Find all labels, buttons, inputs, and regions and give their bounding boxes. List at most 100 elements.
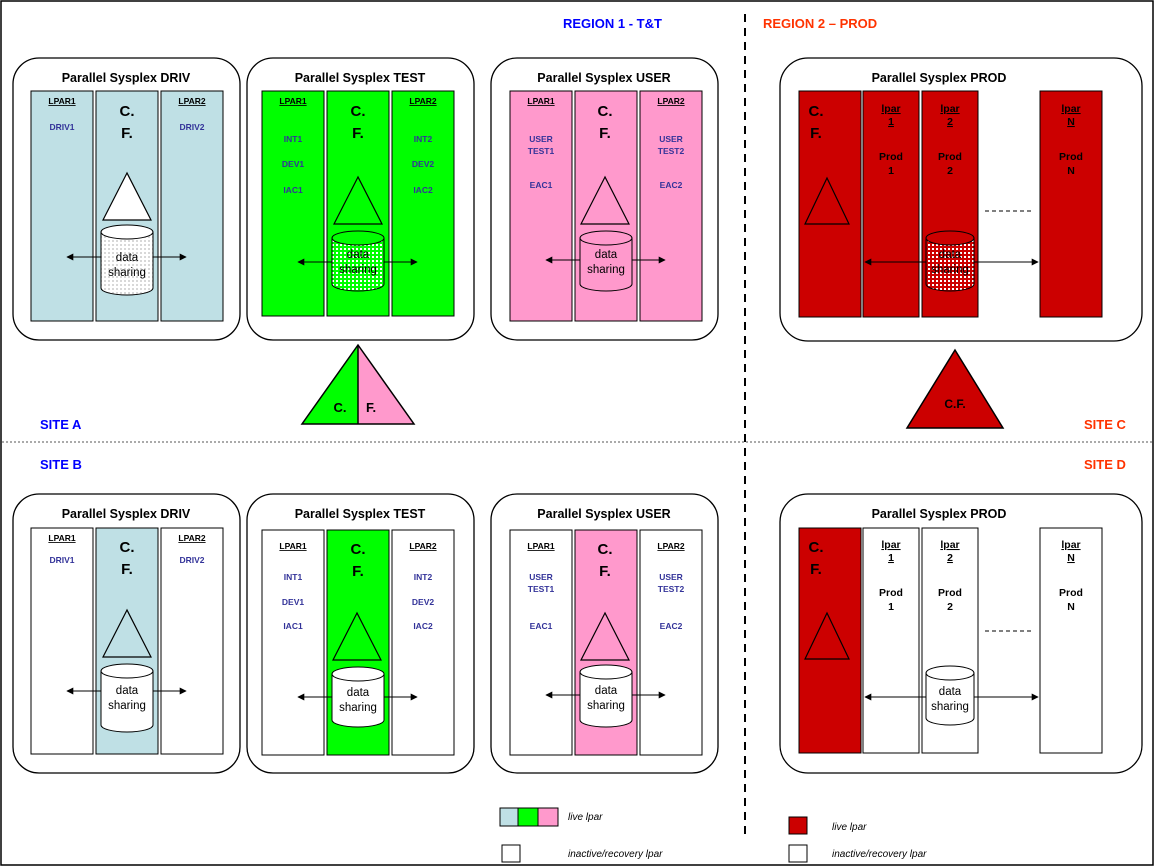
system-label: USER xyxy=(659,572,683,582)
lpar-label: lpar xyxy=(881,539,900,551)
system-label: IAC2 xyxy=(413,185,433,195)
sysplex-user-site-a: Parallel Sysplex USER LPAR1 LPAR2 USER T… xyxy=(490,57,719,341)
site-a-label: SITE A xyxy=(40,417,82,432)
lpar-column xyxy=(862,90,920,318)
lpar-column xyxy=(30,90,94,322)
data-sharing-cylinder-icon xyxy=(579,230,633,292)
system-label: TEST2 xyxy=(658,584,685,594)
cf-label: F. xyxy=(121,125,133,142)
data-sharing-label: data xyxy=(116,685,139,697)
system-label: DRIV1 xyxy=(49,555,74,565)
lpar-number: N xyxy=(1067,116,1075,128)
lpar-number: 1 xyxy=(888,116,894,128)
cf-label: F. xyxy=(366,400,376,415)
lpar1-label: LPAR1 xyxy=(48,96,76,106)
lpar-label: lpar xyxy=(940,103,959,115)
prod-label: Prod xyxy=(938,151,962,163)
sysplex-title: Parallel Sysplex DRIV xyxy=(62,507,191,521)
system-label: INT1 xyxy=(284,134,303,144)
lpar-number: 1 xyxy=(888,552,894,564)
prod-number: 1 xyxy=(888,601,894,613)
cf-label: C. xyxy=(598,103,613,120)
cf-triangle-icon xyxy=(102,608,152,658)
sysplex-title: Parallel Sysplex PROD xyxy=(872,507,1007,521)
lpar-column xyxy=(1039,90,1103,318)
sysplex-test-site-b: Parallel Sysplex TEST LPAR1 LPAR2 INT1 D… xyxy=(246,493,475,774)
system-label: INT2 xyxy=(414,572,433,582)
lpar-column xyxy=(261,529,325,756)
lpar2-label: LPAR2 xyxy=(409,541,437,551)
legend-swatch-driv xyxy=(499,807,519,827)
lpar-column xyxy=(509,90,573,322)
data-sharing-label: sharing xyxy=(339,702,377,714)
cf-label: F. xyxy=(599,563,611,580)
sysplex-user-site-b: Parallel Sysplex USER LPAR1 LPAR2 USER T… xyxy=(490,493,719,774)
lpar-label: lpar xyxy=(881,103,900,115)
data-sharing-cylinder-icon xyxy=(331,666,385,728)
lpar1-label: LPAR1 xyxy=(48,533,76,543)
sysplex-title: Parallel Sysplex PROD xyxy=(872,71,1007,85)
data-sharing-label: data xyxy=(347,249,370,261)
region1-label: REGION 1 - T&T xyxy=(563,16,662,31)
lpar-column xyxy=(391,90,455,317)
system-label: IAC1 xyxy=(283,621,303,631)
lpar-column xyxy=(639,90,703,322)
cf-triangle-icon xyxy=(804,611,850,660)
system-label: TEST1 xyxy=(528,146,555,156)
data-sharing-label: data xyxy=(939,686,962,698)
system-label: DEV1 xyxy=(282,597,304,607)
system-label: TEST2 xyxy=(658,146,685,156)
prod-label: Prod xyxy=(1059,151,1083,163)
lpar-column xyxy=(509,529,573,756)
lpar-label: lpar xyxy=(1061,103,1080,115)
sysplex-prod-site-d: Parallel Sysplex PROD C. F. lpar 1 Prod … xyxy=(779,493,1143,774)
system-label: EAC2 xyxy=(660,180,683,190)
legend-live-label: live lpar xyxy=(568,812,603,823)
system-label: EAC1 xyxy=(530,621,553,631)
lpar-label: lpar xyxy=(940,539,959,551)
lpar2-label: LPAR2 xyxy=(409,96,437,106)
legend-swatch-prod xyxy=(788,816,808,835)
prod-label: Prod xyxy=(879,587,903,599)
legend: live lpar inactive/recovery lpar live lp… xyxy=(499,807,927,863)
lpar1-label: LPAR1 xyxy=(279,541,307,551)
data-sharing-cylinder-icon xyxy=(100,663,154,733)
cf-label: F. xyxy=(352,125,364,142)
cf-triangle-icon xyxy=(102,171,152,221)
sysplex-title: Parallel Sysplex USER xyxy=(537,71,670,85)
system-label: DEV2 xyxy=(412,159,434,169)
data-sharing-label: sharing xyxy=(587,264,625,276)
cf-label: C.F. xyxy=(944,397,965,411)
data-sharing-cylinder-icon xyxy=(925,665,975,726)
system-label: INT1 xyxy=(284,572,303,582)
data-sharing-label: data xyxy=(347,687,370,699)
cf-label: C. xyxy=(120,103,135,120)
lpar-label: lpar xyxy=(1061,539,1080,551)
lpar1-label: LPAR1 xyxy=(279,96,307,106)
sysplex-driv-site-a: Parallel Sysplex DRIV LPAR1 LPAR2 DRIV1 … xyxy=(12,57,241,341)
prod-number: 2 xyxy=(947,601,953,613)
system-label: DRIV2 xyxy=(179,555,204,565)
lpar-column xyxy=(160,527,224,755)
lpar-number: 2 xyxy=(947,552,953,564)
data-sharing-label: data xyxy=(595,685,618,697)
prod-label: Prod xyxy=(938,587,962,599)
data-sharing-label: sharing xyxy=(108,267,146,279)
cf-label: C. xyxy=(351,541,366,558)
cf-label: C. xyxy=(598,541,613,558)
cf-label: F. xyxy=(352,563,364,580)
sysplex-title: Parallel Sysplex TEST xyxy=(295,71,426,85)
data-sharing-cylinder-icon xyxy=(925,230,975,292)
cf-triangle-icon xyxy=(333,175,383,225)
legend-live-label: live lpar xyxy=(832,822,867,833)
system-label: IAC2 xyxy=(413,621,433,631)
system-label: IAC1 xyxy=(283,185,303,195)
lpar2-label: LPAR2 xyxy=(178,96,206,106)
data-sharing-label: sharing xyxy=(339,264,377,276)
system-label: EAC1 xyxy=(530,180,553,190)
prod-number: 2 xyxy=(947,165,953,177)
legend-swatch-user xyxy=(537,807,559,827)
data-sharing-label: sharing xyxy=(931,264,969,276)
